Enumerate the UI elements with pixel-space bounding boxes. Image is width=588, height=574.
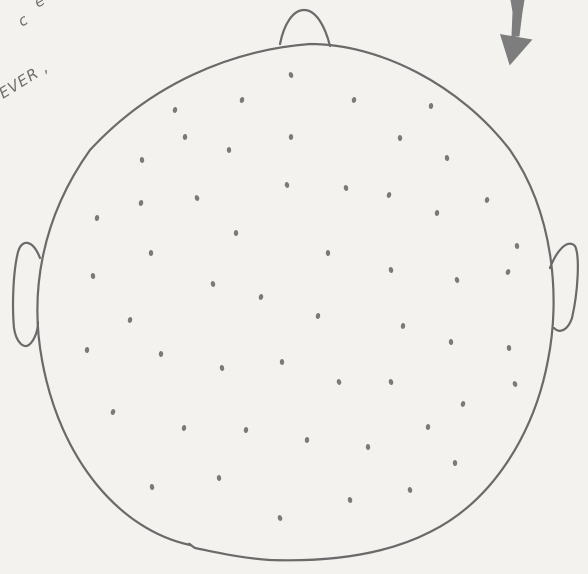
- electrode-dot: [315, 313, 320, 320]
- electrode-dot: [305, 437, 310, 443]
- down-arrow-icon: [501, 0, 531, 64]
- corner-text: EVER ,: [0, 58, 52, 103]
- electrode-dot: [280, 359, 285, 365]
- electrode-dot: [181, 425, 186, 432]
- nose-icon: [280, 10, 330, 46]
- electrode-dot: [512, 380, 518, 387]
- electrode-grid: [85, 71, 520, 521]
- electrode-dot: [149, 484, 154, 491]
- electrode-dot: [460, 401, 466, 408]
- electrode-dot: [258, 294, 264, 301]
- electrode-dot: [138, 200, 144, 207]
- electrode-dot: [284, 182, 290, 189]
- electrode-dot: [426, 424, 431, 430]
- electrode-dot: [386, 191, 392, 198]
- electrode-dot: [243, 427, 248, 434]
- electrode-dot: [336, 379, 342, 386]
- electrode-dot: [183, 134, 188, 140]
- electrode-dot: [227, 147, 232, 153]
- electrode-dot: [514, 243, 519, 249]
- electrode-dot: [239, 96, 245, 103]
- electrode-dot: [149, 250, 153, 256]
- electrode-dot: [400, 323, 405, 329]
- electrode-dot: [347, 497, 353, 504]
- electrode-dot: [277, 514, 283, 521]
- left-ear-icon: [13, 243, 40, 346]
- electrode-dot: [110, 408, 116, 415]
- electrode-dot: [444, 155, 449, 162]
- electrode-dot: [194, 194, 200, 201]
- electrode-dot: [172, 107, 177, 114]
- electrode-dot: [366, 444, 371, 450]
- corner-text-fragment: c: [15, 10, 32, 30]
- electrode-dot: [288, 71, 294, 78]
- corner-text-fragment: e: [31, 0, 49, 11]
- electrode-dot: [159, 351, 164, 357]
- electrode-dot: [506, 345, 511, 352]
- electrode-dot: [505, 268, 511, 275]
- electrode-dot: [219, 365, 224, 372]
- electrode-dot: [434, 210, 439, 216]
- electrode-dot: [351, 97, 357, 104]
- electrode-dot: [454, 276, 460, 283]
- head-outline: [37, 44, 553, 560]
- electrode-dot: [94, 215, 99, 222]
- electrode-dot: [234, 230, 239, 236]
- electrode-dot: [388, 378, 394, 385]
- electrode-dot: [326, 250, 331, 256]
- electrode-dot: [398, 135, 403, 141]
- electrode-dot: [388, 267, 394, 274]
- electrode-dot: [90, 273, 95, 280]
- electrode-dot: [210, 281, 216, 288]
- electrode-dot: [407, 487, 413, 494]
- electrode-dot: [289, 134, 294, 140]
- electrode-dot: [139, 157, 144, 163]
- electrode-dot: [428, 103, 433, 110]
- electrode-dot: [449, 339, 454, 345]
- electrode-dot: [127, 317, 133, 324]
- electrode-dot: [85, 347, 90, 353]
- electrode-dot: [216, 475, 221, 481]
- electrode-dot: [343, 185, 349, 192]
- electrode-dot: [484, 197, 490, 204]
- electrode-dot: [453, 460, 458, 466]
